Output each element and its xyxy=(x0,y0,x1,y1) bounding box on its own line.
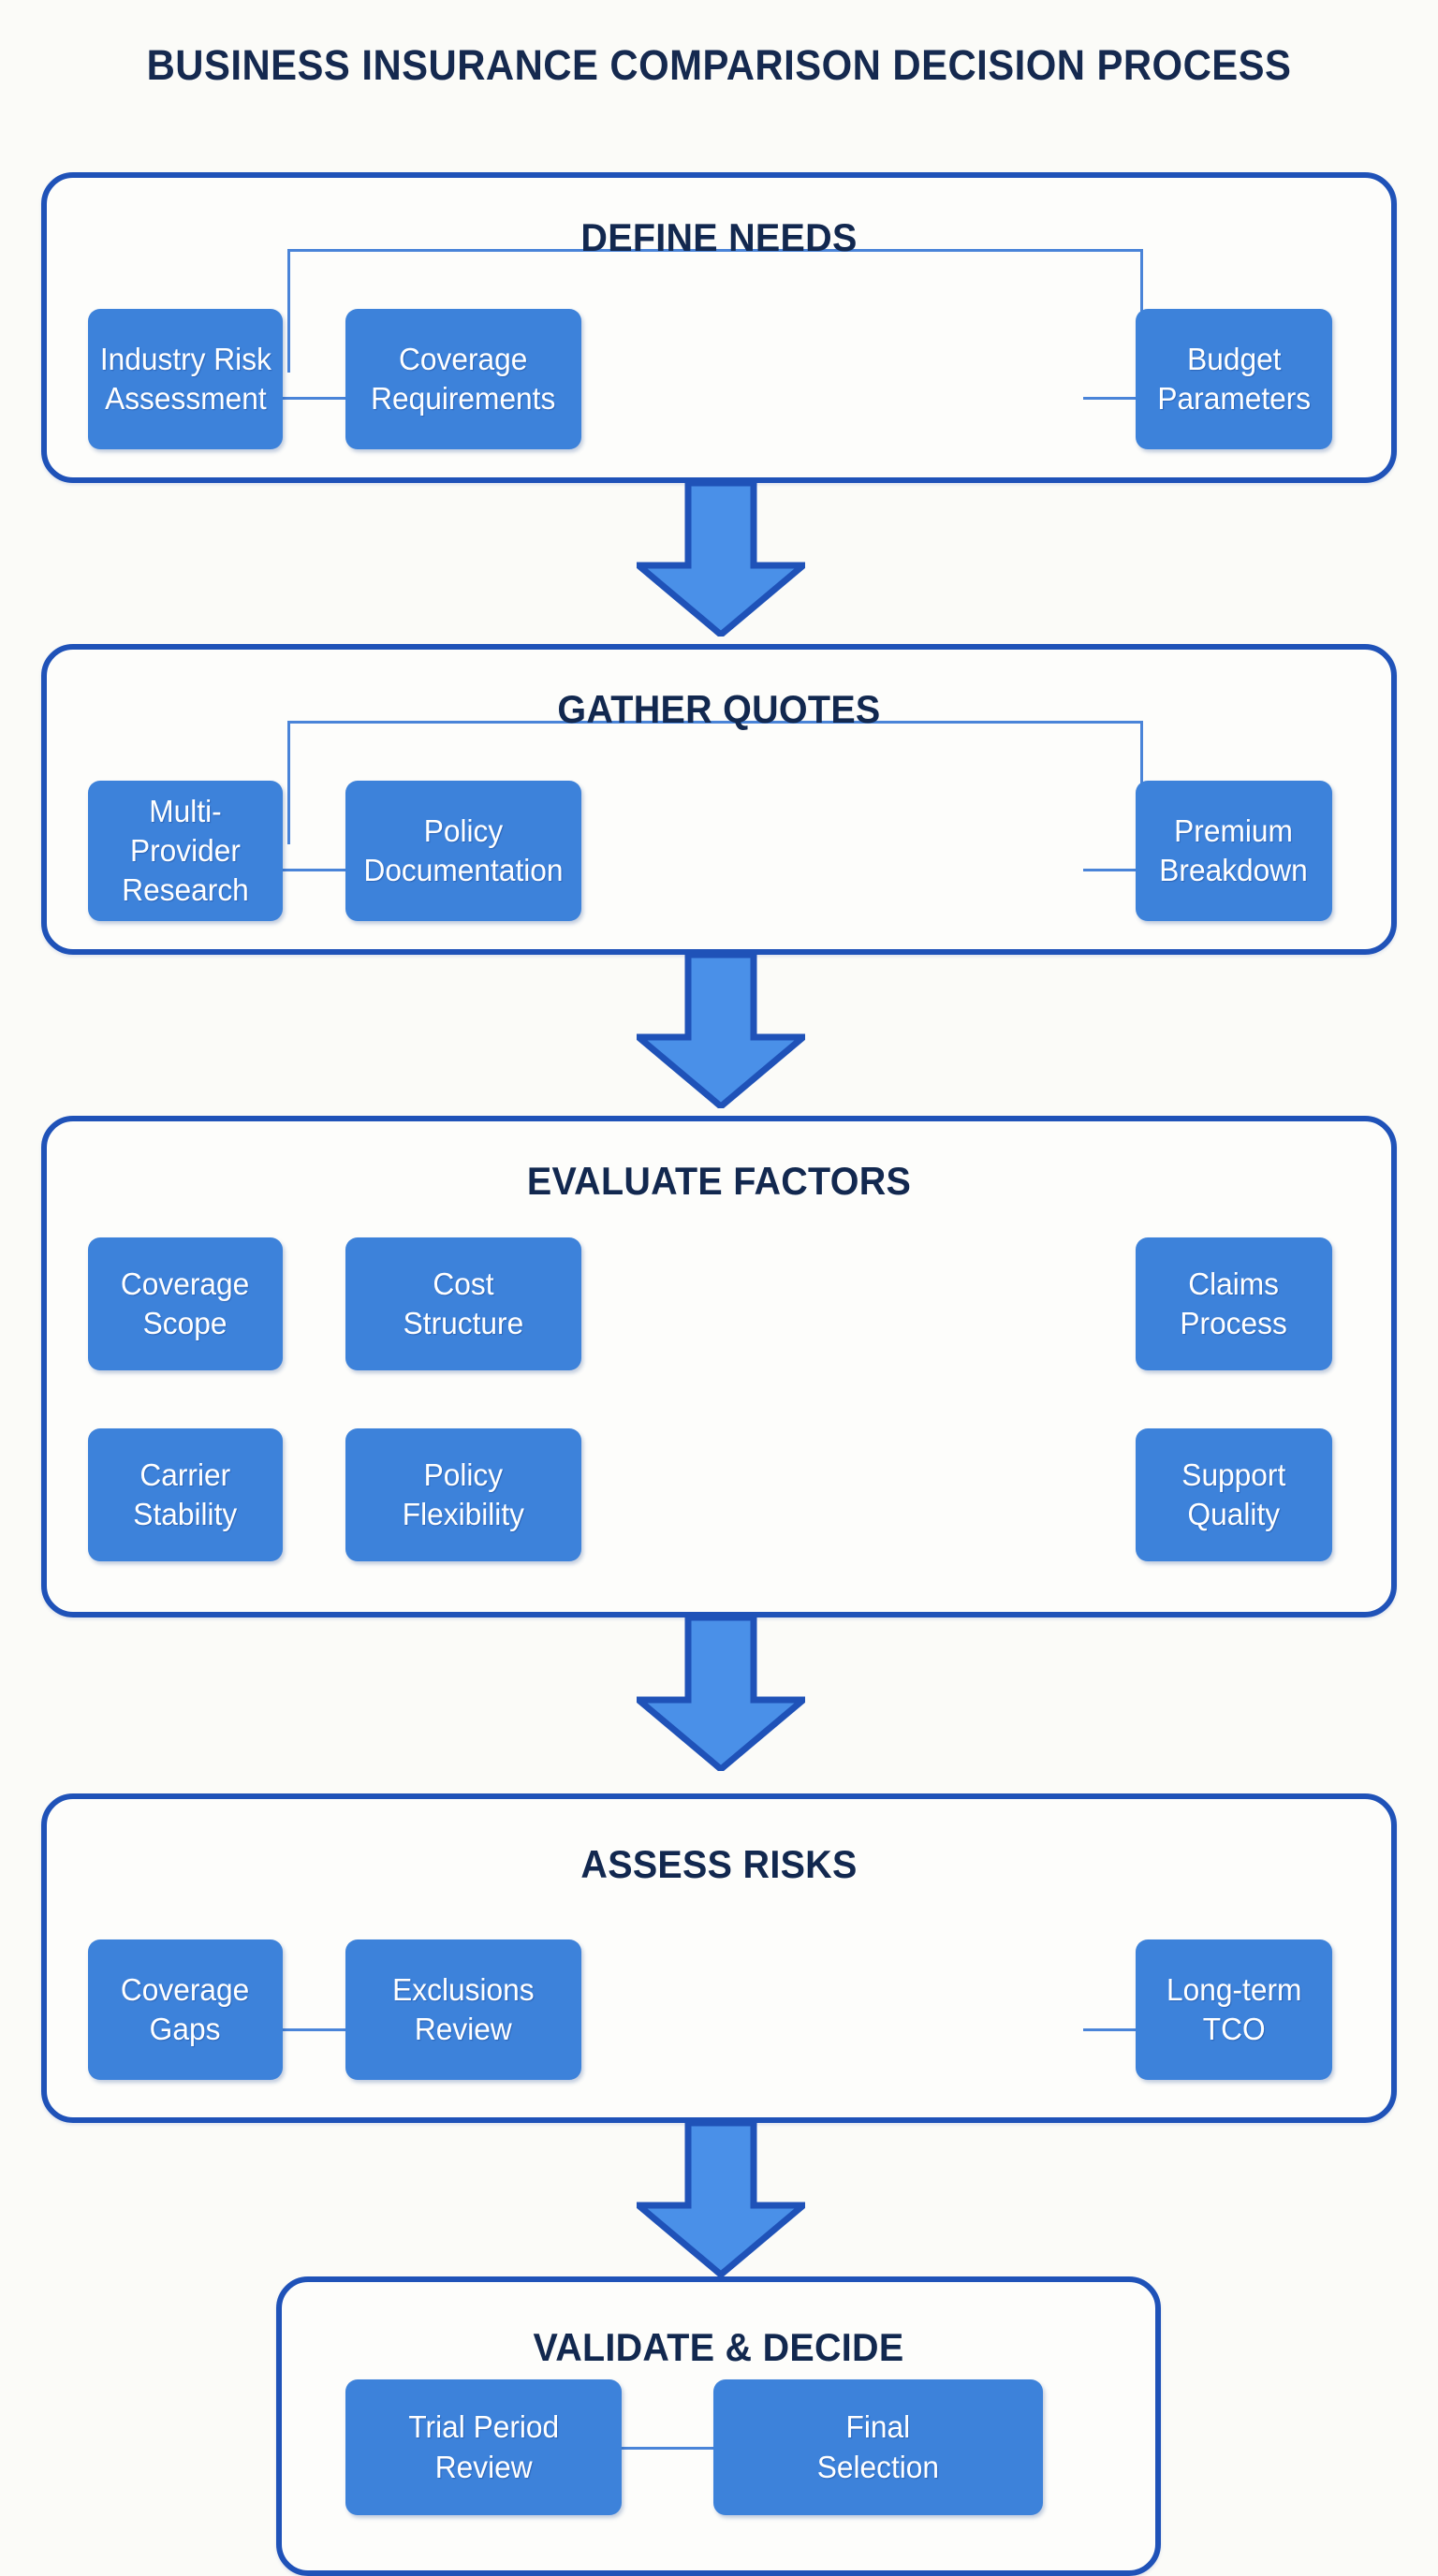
item-label: Trial Period Review xyxy=(408,2409,559,2484)
item-box[interactable]: Carrier Stability xyxy=(88,1428,283,1561)
item-box[interactable]: Coverage Requirements xyxy=(345,309,581,449)
stage-title-assess-risks: ASSESS RISKS xyxy=(580,1842,858,1886)
connector-line xyxy=(622,2447,713,2450)
connector-line xyxy=(1083,869,1145,871)
item-box[interactable]: Budget Parameters xyxy=(1136,309,1332,449)
item-box[interactable]: Long-term TCO xyxy=(1136,1939,1332,2080)
item-label: Policy Flexibility xyxy=(402,1456,525,1531)
stage-define-needs: DEFINE NEEDS Industry Risk Assessment Co… xyxy=(41,172,1397,483)
stage-title-define-needs: DEFINE NEEDS xyxy=(580,215,858,259)
connector-line xyxy=(1083,397,1145,400)
stage-title-evaluate-factors: EVALUATE FACTORS xyxy=(526,1159,912,1203)
item-box[interactable]: Cost Structure xyxy=(345,1237,581,1370)
stage-assess-risks: ASSESS RISKS Coverage Gaps Exclusions Re… xyxy=(41,1793,1397,2123)
item-box[interactable]: Trial Period Review xyxy=(345,2379,622,2515)
item-box[interactable]: Support Quality xyxy=(1136,1428,1332,1561)
item-label: Final Selection xyxy=(816,2409,940,2484)
item-box[interactable]: Coverage Scope xyxy=(88,1237,283,1370)
item-label: Budget Parameters xyxy=(1157,341,1311,416)
item-label: Multi-Provider Research xyxy=(122,793,249,908)
connector-line xyxy=(283,397,345,400)
item-label: Claims Process xyxy=(1180,1266,1288,1340)
stage-gather-quotes: GATHER QUOTES Multi-Provider Research Po… xyxy=(41,644,1397,955)
item-label: Coverage Gaps xyxy=(121,1971,250,2046)
item-label: Policy Documentation xyxy=(363,812,564,887)
item-label: Coverage Requirements xyxy=(371,341,556,416)
stage-title-validate-decide: VALIDATE & DECIDE xyxy=(533,2325,904,2369)
connector-line xyxy=(1083,2028,1145,2031)
item-label: Carrier Stability xyxy=(133,1456,238,1531)
page-title: BUSINESS INSURANCE COMPARISON DECISION P… xyxy=(146,41,1292,89)
flow-arrow-4 xyxy=(637,2123,805,2276)
item-box[interactable]: Industry Risk Assessment xyxy=(88,309,283,449)
flow-arrow-3 xyxy=(637,1617,805,1771)
connector-line xyxy=(283,2028,345,2031)
item-label: Premium Breakdown xyxy=(1159,812,1309,887)
item-label: Cost Structure xyxy=(403,1266,524,1340)
item-box[interactable]: Final Selection xyxy=(713,2379,1043,2515)
item-box[interactable]: Coverage Gaps xyxy=(88,1939,283,2080)
item-box[interactable]: Policy Documentation xyxy=(345,781,581,921)
item-box[interactable]: Policy Flexibility xyxy=(345,1428,581,1561)
stage-title-gather-quotes: GATHER QUOTES xyxy=(557,687,881,731)
item-label: Support Quality xyxy=(1181,1456,1286,1531)
stage-evaluate-factors: EVALUATE FACTORS Coverage Scope Cost Str… xyxy=(41,1116,1397,1617)
flow-arrow-2 xyxy=(637,955,805,1108)
item-box[interactable]: Exclusions Review xyxy=(345,1939,581,2080)
item-label: Industry Risk Assessment xyxy=(99,341,271,416)
item-box[interactable]: Multi-Provider Research xyxy=(88,781,283,921)
item-label: Long-term TCO xyxy=(1166,1971,1302,2046)
item-box[interactable]: Claims Process xyxy=(1136,1237,1332,1370)
item-label: Exclusions Review xyxy=(392,1971,535,2046)
flow-arrow-1 xyxy=(637,483,805,637)
stage-validate-decide: VALIDATE & DECIDE Trial Period Review Fi… xyxy=(276,2276,1161,2576)
item-label: Coverage Scope xyxy=(121,1266,250,1340)
connector-line xyxy=(283,869,345,871)
item-box[interactable]: Premium Breakdown xyxy=(1136,781,1332,921)
